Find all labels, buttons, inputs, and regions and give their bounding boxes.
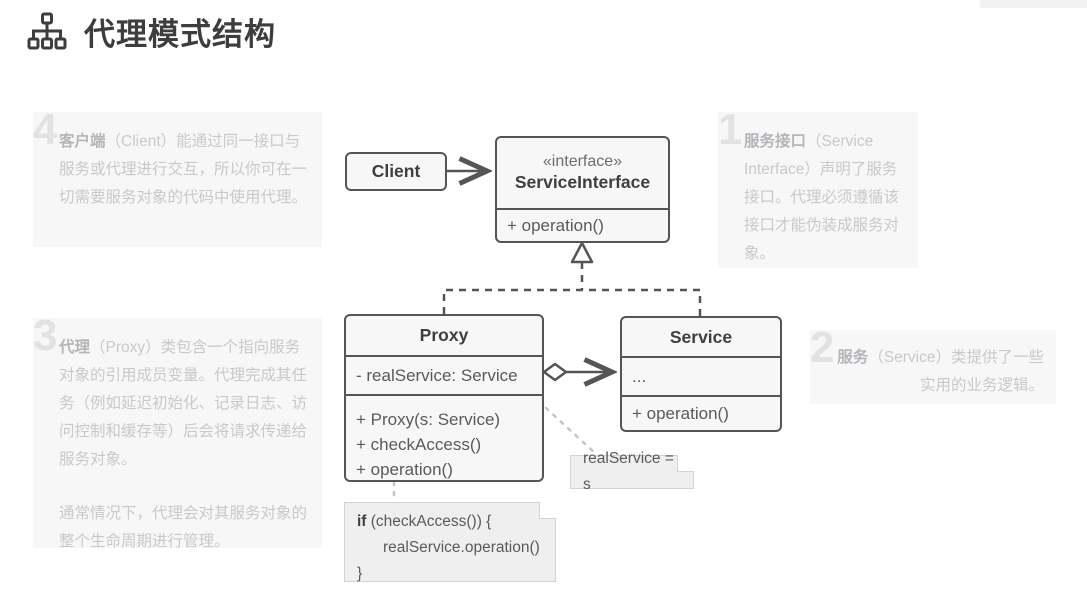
uml-operation: + Proxy(s: Service) (356, 409, 501, 429)
uml-operation: + operation() (507, 216, 604, 235)
page-title: 代理模式结构 (84, 16, 276, 52)
annotation-term-2: 服务 (837, 349, 869, 366)
code-keyword-if: if (357, 513, 367, 530)
annotation-paragraph-3-2: 通常情况下，代理会对其服务对象的整个生命周期进行管理。 (59, 505, 308, 550)
annotation-text-2: 服务（Service）类提供了一些实用的业务逻辑。 (836, 344, 1044, 400)
annotation-text-4: 客户端（Client）能通过同一接口与服务或代理进行交互，所以你可在一切需要服务… (59, 128, 308, 212)
uml-note-assignment: realService = s (570, 450, 694, 493)
uml-operation: + checkAccess() (356, 434, 482, 454)
annotation-text-1: 服务接口（Service Interface）声明了服务接口。代理必须遵循该接口… (744, 128, 906, 268)
code-line-3: } (357, 565, 363, 582)
annotation-number-1: 1 (718, 105, 743, 154)
uml-class-client[interactable]: Client (345, 152, 447, 191)
annotation-panel-1: 1 服务接口（Service Interface）声明了服务接口。代理必须遵循该… (718, 108, 918, 268)
connector-realization-tree (442, 241, 702, 316)
uml-note-code: if (checkAccess()) { realService.operati… (344, 502, 556, 582)
annotation-number-2: 2 (810, 323, 835, 372)
annotation-term-3: 代理 (59, 339, 91, 356)
code-line-1: if (checkAccess()) { (357, 509, 543, 535)
note-fold-corner (677, 455, 694, 472)
top-edge-band (980, 0, 1087, 8)
uml-operation: + operation() (632, 404, 729, 423)
uml-class-service[interactable]: Service ... + operation() (620, 316, 782, 432)
annotation-panel-4: 4 客户端（Client）能通过同一接口与服务或代理进行交互，所以你可在一切需要… (33, 108, 322, 247)
code-line-2: realService.operation() (383, 539, 540, 556)
uml-serviceinterface-operations: + operation() (497, 208, 668, 241)
page-header: 代理模式结构 (24, 8, 276, 54)
uml-class-service-name: Service (669, 326, 733, 347)
uml-class-proxy[interactable]: Proxy - realService: Service + Proxy(s: … (344, 314, 544, 482)
uml-proxy-operations: + Proxy(s: Service) + checkAccess() + op… (346, 394, 542, 480)
annotation-paragraph-1-1: （Service Interface）声明了服务接口。代理必须遵循该接口才能伪装… (744, 133, 900, 262)
uml-proxy-attributes: - realService: Service (346, 355, 542, 394)
uml-class-client-name: Client (371, 161, 421, 181)
uml-note-assignment-text: realService = s (583, 450, 674, 493)
uml-service-header: Service (622, 318, 780, 356)
annotation-number-4: 4 (33, 105, 58, 154)
uml-class-proxy-name: Proxy (419, 325, 469, 345)
uml-service-operations: + operation() (622, 395, 780, 430)
annotation-panel-3: 3 代理（Proxy）类包含一个指向服务对象的引用成员变量。代理完成其任务（例如… (33, 314, 322, 550)
note-fold-corner (539, 502, 556, 519)
uml-proxy-header: Proxy (346, 316, 542, 355)
annotation-number-3: 3 (33, 311, 58, 360)
uml-stereotype-interface: «interface» (542, 153, 623, 170)
annotation-paragraph-3-1: （Proxy）类包含一个指向服务对象的引用成员变量。代理完成其任务（例如延迟初始… (59, 339, 308, 468)
uml-serviceinterface-header: «interface» ServiceInterface (497, 138, 668, 208)
uml-class-serviceinterface[interactable]: «interface» ServiceInterface + operation… (495, 136, 670, 243)
annotation-text-3: 代理（Proxy）类包含一个指向服务对象的引用成员变量。代理完成其任务（例如延迟… (59, 334, 308, 556)
uml-attribute: - realService: Service (356, 365, 518, 385)
uml-operation: + operation() (356, 459, 453, 479)
annotation-term-1: 服务接口 (744, 133, 807, 150)
uml-attribute: ... (632, 366, 647, 386)
sitemap-icon (24, 8, 70, 54)
annotation-paragraph-2-1: （Service）类提供了一些实用的业务逻辑。 (868, 349, 1044, 394)
annotation-paragraph-4-1: （Client）能通过同一接口与服务或代理进行交互，所以你可在一切需要服务对象的… (59, 133, 308, 206)
uml-service-attributes: ... (622, 356, 780, 395)
connector-proxy-to-assign-note (544, 406, 598, 456)
connector-proxy-aggregates-service (542, 364, 612, 380)
annotation-panel-2: 2 服务（Service）类提供了一些实用的业务逻辑。 (810, 326, 1056, 404)
annotation-term-4: 客户端 (59, 133, 106, 150)
code-line-1-rest: (checkAccess()) { (366, 513, 492, 530)
uml-class-serviceinterface-name: ServiceInterface (514, 172, 651, 192)
